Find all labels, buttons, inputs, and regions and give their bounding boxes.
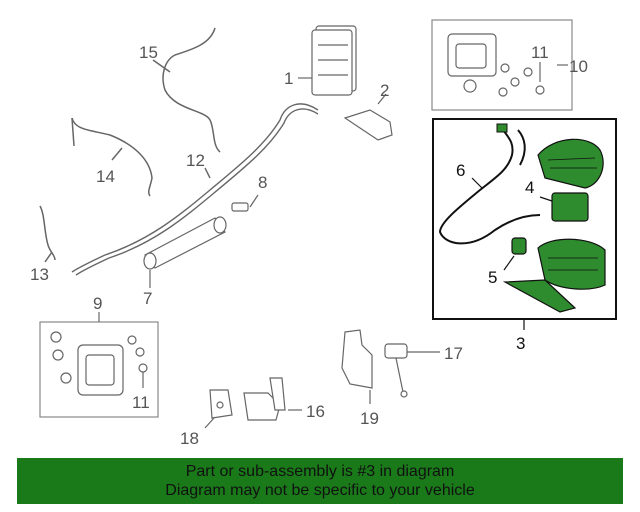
- callout-16: 16: [306, 402, 325, 421]
- callout-2: 2: [380, 81, 389, 100]
- part-18-bracket[interactable]: [204, 389, 233, 429]
- callout-7: 7: [143, 289, 152, 308]
- part-1-module[interactable]: [298, 25, 357, 96]
- callout-14: 14: [96, 167, 115, 186]
- callout-11-top: 11: [531, 43, 549, 62]
- part-15-tube[interactable]: [152, 27, 221, 153]
- callout-8: 8: [258, 173, 267, 192]
- parts-diagram: 15 1 2 11 10 14: [30, 19, 617, 448]
- callout-10: 10: [569, 57, 588, 76]
- callout-15: 15: [139, 43, 158, 62]
- callout-13: 13: [30, 265, 49, 284]
- callout-5: 5: [488, 268, 497, 287]
- info-banner: Part or sub-assembly is #3 in diagram Di…: [17, 458, 623, 504]
- callout-4: 4: [525, 178, 534, 197]
- callout-12: 12: [186, 151, 205, 170]
- part-16-link[interactable]: [243, 377, 302, 421]
- callout-1: 1: [284, 69, 293, 88]
- callout-17: 17: [444, 344, 463, 363]
- part-3-assembly: [438, 123, 606, 313]
- callout-3: 3: [516, 334, 525, 353]
- part-8-fitting[interactable]: [231, 194, 259, 212]
- part-13-tube[interactable]: [39, 205, 56, 263]
- callout-18: 18: [180, 429, 199, 448]
- part-10-hydraulic-unit: [447, 33, 568, 97]
- callout-11-bottom: 11: [132, 393, 150, 412]
- banner-line-1: Part or sub-assembly is #3 in diagram: [185, 463, 455, 480]
- part-19-bracket[interactable]: [341, 329, 373, 404]
- callout-19: 19: [360, 409, 379, 428]
- banner-line-2: Diagram may not be specific to your vehi…: [165, 482, 475, 499]
- callout-6: 6: [456, 161, 465, 180]
- part-7-cylinder[interactable]: [143, 216, 227, 288]
- callout-9: 9: [93, 294, 102, 313]
- part-17-sensor[interactable]: [384, 343, 440, 398]
- part-14-tube[interactable]: [71, 117, 153, 197]
- part-9-abs-unit: [50, 331, 148, 396]
- part-2-bracket[interactable]: [343, 93, 393, 141]
- part-12-line[interactable]: [71, 103, 319, 276]
